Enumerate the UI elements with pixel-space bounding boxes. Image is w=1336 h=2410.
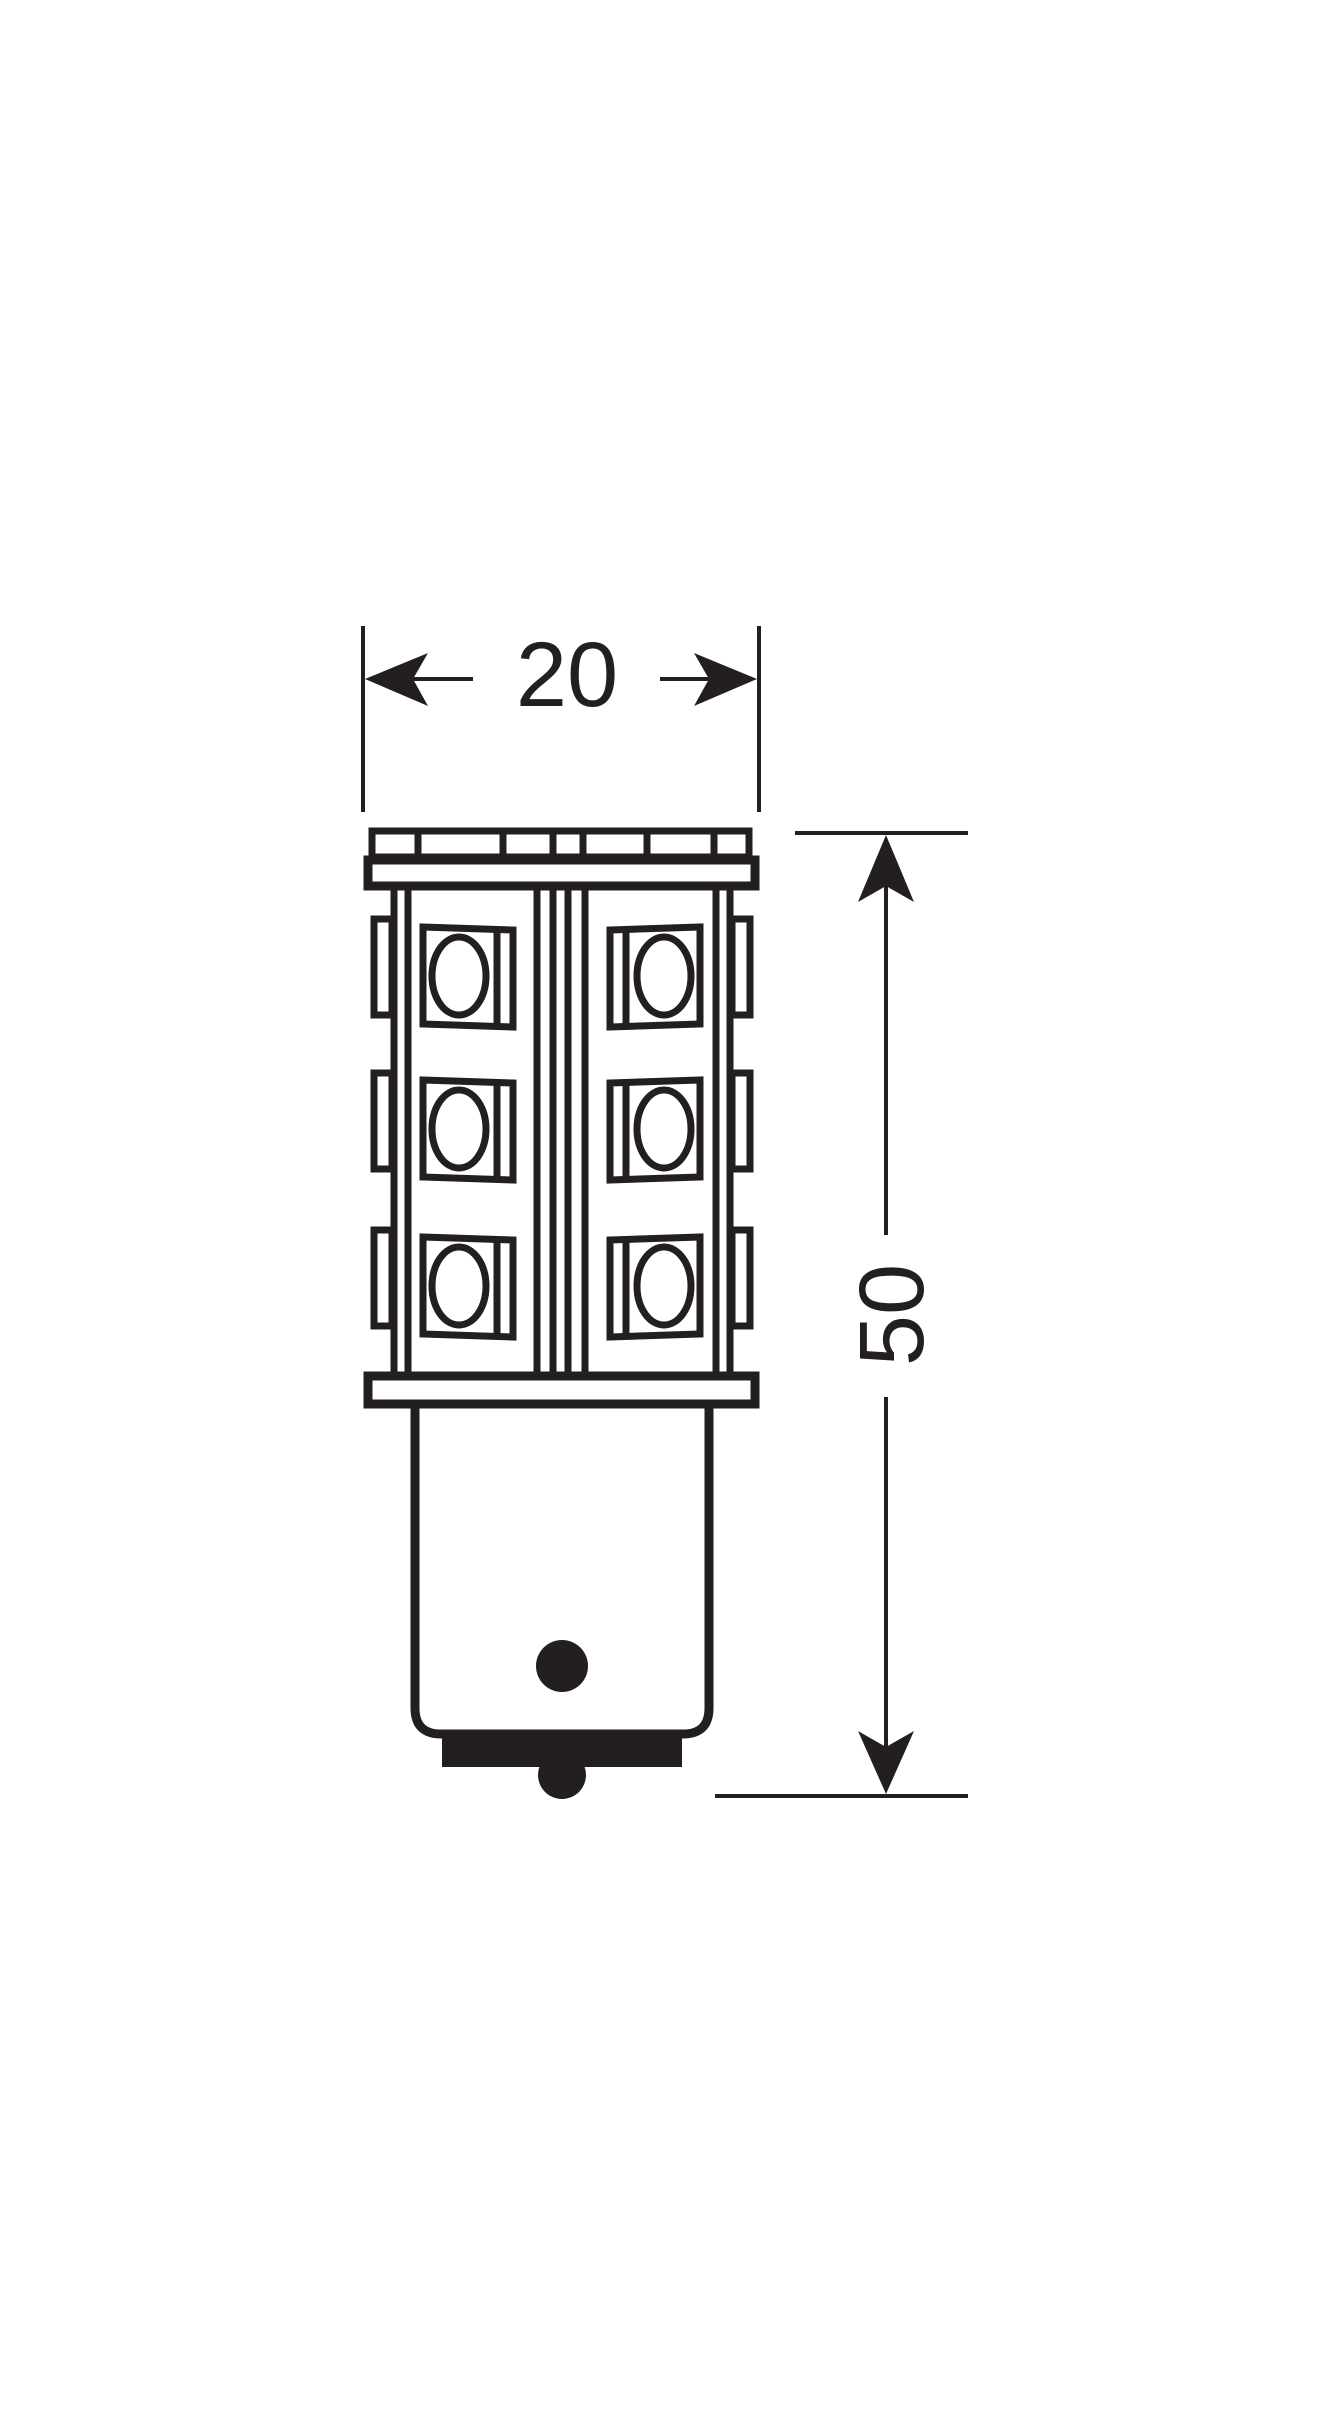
led-chip	[419, 1233, 517, 1341]
arrow-left-icon	[365, 653, 428, 706]
led-chips-left	[419, 923, 517, 1341]
contact-nub-icon	[538, 1751, 586, 1799]
led-chip	[419, 1076, 517, 1184]
led-chip	[606, 923, 704, 1031]
led-chip	[419, 923, 517, 1031]
height-value: 50	[841, 1264, 943, 1366]
led-chips-right	[606, 923, 704, 1341]
bayonet-pin-icon	[536, 1640, 588, 1692]
led-chip	[606, 1233, 704, 1341]
bottom-collar	[363, 1371, 760, 1409]
top-collar	[363, 855, 760, 891]
led-bulb	[363, 827, 760, 1799]
side-tabs	[370, 915, 754, 1330]
arrow-down-icon	[858, 1731, 914, 1794]
arrow-up-icon	[858, 835, 914, 902]
height-dimension: 50	[715, 831, 968, 1798]
width-dimension: 20	[361, 624, 761, 812]
top-cap	[368, 827, 753, 861]
width-value: 20	[516, 624, 618, 726]
arrow-right-icon	[694, 653, 757, 706]
led-chip	[606, 1076, 704, 1184]
body-rails	[390, 890, 734, 1372]
